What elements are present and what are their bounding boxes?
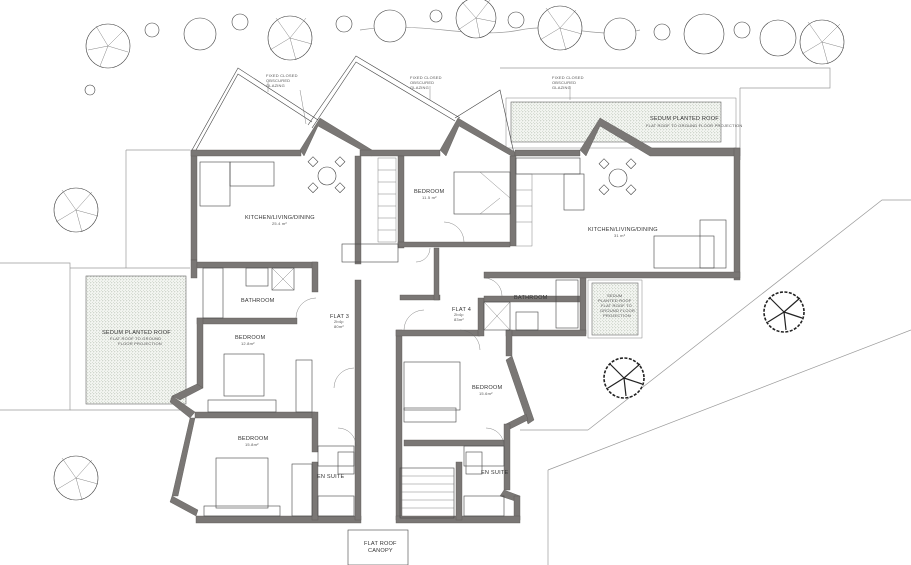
- tree-icon: [507, 11, 525, 29]
- tree-icon: [85, 23, 131, 69]
- glazing-note-2-line3: GLAZING: [410, 85, 429, 90]
- glazing-note-3-line2: OBSCURED: [552, 80, 576, 85]
- tree-icon: [53, 455, 99, 501]
- annotations: FIXED CLOSED OBSCURED GLAZING FIXED CLOS…: [102, 73, 742, 554]
- door-swings: [295, 221, 505, 447]
- tree-icon: [759, 19, 797, 57]
- sedum-left-sub1: FLAT ROOF TO GROUND: [110, 336, 161, 341]
- sedum-left-title: SEDUM PLANTED ROOF: [102, 330, 171, 336]
- glazing-note-1-line3: GLAZING: [266, 83, 285, 88]
- flat3-area-line1: 2b4p: [334, 319, 344, 324]
- bedroom-top-area: 11.5 m²: [422, 195, 437, 200]
- flat4-area-line1: 2b4p: [454, 312, 464, 317]
- tree-icon: [335, 15, 353, 33]
- ensuite-right-label: EN SUITE: [481, 470, 508, 476]
- canopy-outline: [347, 529, 409, 565]
- tree-icon: [733, 21, 751, 39]
- bedroom-right-label: BEDROOM: [472, 385, 502, 391]
- kitchen-left-area: 25.4 m²: [272, 221, 287, 226]
- sedum-top-sub: FLAT ROOF TO GROUND FLOOR PROJECTION: [646, 123, 742, 128]
- glazing-note-1-line2: OBSCURED: [266, 78, 290, 83]
- tree-icon: [373, 9, 407, 43]
- bathroom-right-label: BATHROOM: [514, 295, 548, 301]
- sedum-small-line5: PROJECTION: [603, 313, 631, 318]
- tree-icon: [683, 13, 725, 55]
- trees: [53, 0, 845, 501]
- sedum-roof-left: [85, 275, 187, 405]
- tree-icon: [144, 22, 160, 38]
- room-labels: KITCHEN/LIVING/DINING 25.4 m² BEDROOM 11…: [235, 189, 658, 480]
- glazing-note-2-line1: FIXED CLOSED: [410, 75, 442, 80]
- tree-icon: [429, 9, 443, 23]
- sedum-small-line3: FLAT ROOF TO: [601, 303, 632, 308]
- sedum-small-line1: SEDUM: [607, 293, 622, 298]
- glazing-note-3-line1: FIXED CLOSED: [552, 75, 584, 80]
- tree-icon: [84, 84, 96, 96]
- site-boundary: [0, 26, 911, 565]
- bedroom-right-area: 15.6m²: [479, 391, 493, 396]
- canopy-label-line1: FLAT ROOF: [364, 541, 397, 547]
- tree-icon: [455, 0, 497, 39]
- glazing-note-3-line3: GLAZING: [552, 85, 571, 90]
- sedum-top-title: SEDUM PLANTED ROOF: [650, 116, 719, 122]
- tree-icon: [231, 13, 249, 31]
- bedroom-left-low-label: BEDROOM: [238, 436, 268, 442]
- glazing-bays: [191, 55, 571, 159]
- fixtures: [199, 156, 727, 565]
- tree-icon: [537, 5, 583, 51]
- tree-icon: [53, 187, 99, 233]
- sedum-roof-small: [591, 282, 639, 336]
- flat4-label: FLAT 4: [452, 307, 471, 313]
- sedum-left-sub2: FLOOR PROJECTION: [118, 341, 162, 346]
- bedroom-left-mid-label: BEDROOM: [235, 335, 265, 341]
- kitchen-right-label: KITCHEN/LIVING/DINING: [588, 227, 658, 233]
- glazing-note-1-line1: FIXED CLOSED: [266, 73, 298, 78]
- kitchen-left-label: KITCHEN/LIVING/DINING: [245, 215, 315, 221]
- bedroom-left-mid-area: 12.8m²: [241, 341, 255, 346]
- canopy-label-line2: CANOPY: [368, 548, 393, 554]
- flat4-area-line2: 83m²: [454, 317, 464, 322]
- glazing-note-2-line2: OBSCURED: [410, 80, 434, 85]
- tree-icon: [183, 17, 217, 51]
- tree-icon: [763, 291, 805, 333]
- ensuite-left-label: EN SUITE: [317, 474, 344, 480]
- tree-icon: [603, 357, 645, 399]
- bedroom-top-label: BEDROOM: [414, 189, 444, 195]
- sedum-small-line2: PLANTED ROOF: [598, 298, 632, 303]
- bedroom-left-low-area: 15.8m²: [245, 442, 259, 447]
- kitchen-right-area: 31 m²: [614, 233, 626, 238]
- tree-icon: [267, 15, 313, 61]
- flat3-area-line2: 80m²: [334, 324, 344, 329]
- tree-icon: [799, 19, 845, 65]
- tree-icon: [653, 23, 671, 41]
- tree-icon: [603, 17, 637, 51]
- flat3-label: FLAT 3: [330, 314, 349, 320]
- sedum-small-line4: GROUND FLOOR: [600, 308, 635, 313]
- sedum-roof-top: [510, 101, 722, 143]
- walls: [169, 117, 741, 524]
- bathroom-left-label: BATHROOM: [241, 298, 275, 304]
